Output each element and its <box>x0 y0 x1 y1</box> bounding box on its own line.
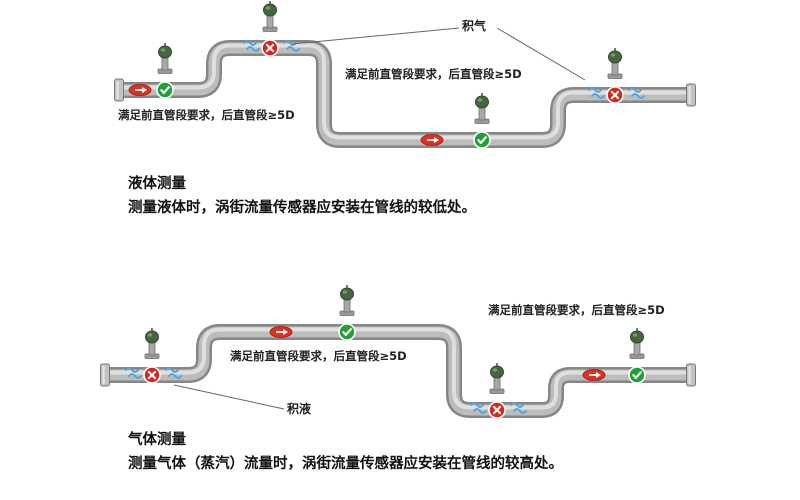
gas-measurement-title: 气体测量 <box>128 432 186 448</box>
pipe-flange <box>114 78 124 102</box>
flow-direction-arrow <box>269 325 293 339</box>
flow-direction-arrow <box>128 83 152 97</box>
straight-run-note-lower-liquid: 满足前直管段要求，后直管段≥5D <box>118 108 295 122</box>
leader-line <box>173 384 285 410</box>
vortex-sensor <box>474 92 490 125</box>
check-icon <box>155 80 175 100</box>
pipe-flange <box>686 83 696 107</box>
vortex-sensor <box>157 42 173 75</box>
vortex-sensor <box>607 47 623 80</box>
vortex-sensor <box>489 362 505 395</box>
check-icon <box>472 130 492 150</box>
straight-run-note-upper-gas: 满足前直管段要求，后直管段≥5D <box>488 303 665 317</box>
pipe-flange <box>686 363 696 387</box>
leader-line <box>291 27 460 45</box>
liquid-measurement-description: 测量液体时，涡街流量传感器应安装在管线的较低处。 <box>128 200 476 216</box>
straight-run-note-upper-liquid: 满足前直管段要求，后直管段≥5D <box>345 67 522 81</box>
liquid-measurement-title: 液体测量 <box>128 176 186 192</box>
check-icon <box>627 365 647 385</box>
gas-pipe-diagram <box>100 284 696 420</box>
vortex-sensor <box>262 0 278 33</box>
leader-line <box>496 27 586 81</box>
liquid-pocket-label: 积液 <box>287 402 312 416</box>
vortex-sensor <box>339 284 355 317</box>
flow-direction-arrow <box>420 133 444 147</box>
vortex-sensor <box>144 327 160 360</box>
vortex-sensor <box>629 327 645 360</box>
x-icon <box>260 38 280 58</box>
x-icon <box>142 365 162 385</box>
x-icon <box>605 85 625 105</box>
flow-direction-arrow <box>582 368 606 382</box>
gas-pocket-label: 积气 <box>462 19 487 33</box>
gas-measurement-description: 测量气体（蒸汽）流量时，涡街流量传感器应安装在管线的较高处。 <box>128 456 563 472</box>
x-icon <box>487 400 507 420</box>
straight-run-note-lower-gas: 满足前直管段要求，后直管段≥5D <box>230 349 407 363</box>
liquid-pipe-diagram <box>114 0 696 150</box>
check-icon <box>337 322 357 342</box>
pipe-flange <box>100 363 110 387</box>
